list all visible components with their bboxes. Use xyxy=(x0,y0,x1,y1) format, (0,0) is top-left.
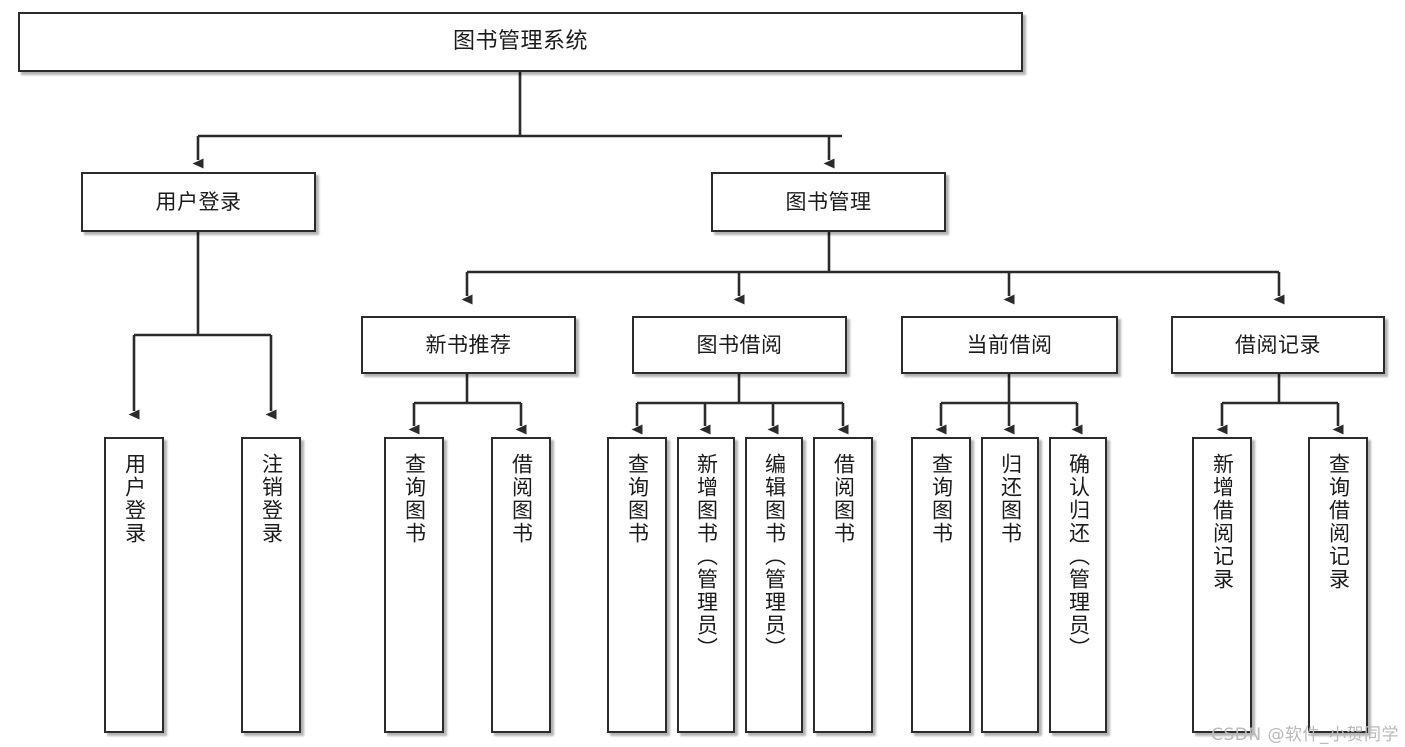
node-label: 确认归还（管理员） xyxy=(1066,453,1091,660)
leaf-logout[interactable]: 注销登录 xyxy=(241,437,301,733)
node-label: 新书推荐 xyxy=(425,332,512,357)
node-book-management[interactable]: 图书管理 xyxy=(711,172,946,232)
leaf-add-book-admin[interactable]: 新增图书（管理员） xyxy=(677,437,735,733)
node-current-borrow[interactable]: 当前借阅 xyxy=(901,316,1118,374)
node-label: 查询图书 xyxy=(625,453,650,545)
leaf-query-book-recommend[interactable]: 查询图书 xyxy=(384,437,444,733)
leaf-query-book-current[interactable]: 查询图书 xyxy=(911,437,971,733)
leaf-edit-book-admin[interactable]: 编辑图书（管理员） xyxy=(745,437,803,733)
leaf-add-borrow-record[interactable]: 新增借阅记录 xyxy=(1192,437,1252,733)
node-root-book-management-system[interactable]: 图书管理系统 xyxy=(18,12,1023,72)
leaf-user-login[interactable]: 用户登录 xyxy=(104,437,164,733)
node-label: 图书借阅 xyxy=(696,332,783,357)
node-label: 借阅图书 xyxy=(509,453,534,545)
node-label: 新增图书（管理员） xyxy=(694,453,719,660)
leaf-return-book[interactable]: 归还图书 xyxy=(981,437,1039,733)
node-label: 注销登录 xyxy=(259,453,284,545)
node-user-login[interactable]: 用户登录 xyxy=(81,172,316,232)
node-book-borrow[interactable]: 图书借阅 xyxy=(632,316,847,374)
node-label: 借阅图书 xyxy=(831,453,856,545)
node-label: 图书管理 xyxy=(785,189,872,214)
node-label: 查询借阅记录 xyxy=(1326,453,1351,591)
leaf-borrow-book[interactable]: 借阅图书 xyxy=(813,437,873,733)
node-label: 查询图书 xyxy=(402,453,427,545)
leaf-query-book-borrow[interactable]: 查询图书 xyxy=(607,437,667,733)
leaf-confirm-return-admin[interactable]: 确认归还（管理员） xyxy=(1049,437,1107,733)
node-label: 查询图书 xyxy=(929,453,954,545)
node-borrow-record[interactable]: 借阅记录 xyxy=(1171,316,1385,374)
node-new-book-recommend[interactable]: 新书推荐 xyxy=(361,316,576,374)
node-label: 用户登录 xyxy=(155,189,242,214)
leaf-query-borrow-record[interactable]: 查询借阅记录 xyxy=(1308,437,1368,733)
node-label: 编辑图书（管理员） xyxy=(762,453,787,660)
node-label: 当前借阅 xyxy=(966,332,1053,357)
node-label: 用户登录 xyxy=(122,453,147,545)
node-label: 图书管理系统 xyxy=(452,29,588,54)
csdn-watermark: CSDN @软件_小贺同学 xyxy=(1211,725,1399,745)
node-label: 借阅记录 xyxy=(1235,332,1321,357)
node-label: 新增借阅记录 xyxy=(1210,453,1235,591)
leaf-borrow-book-recommend[interactable]: 借阅图书 xyxy=(491,437,551,733)
node-label: 归还图书 xyxy=(998,453,1023,545)
